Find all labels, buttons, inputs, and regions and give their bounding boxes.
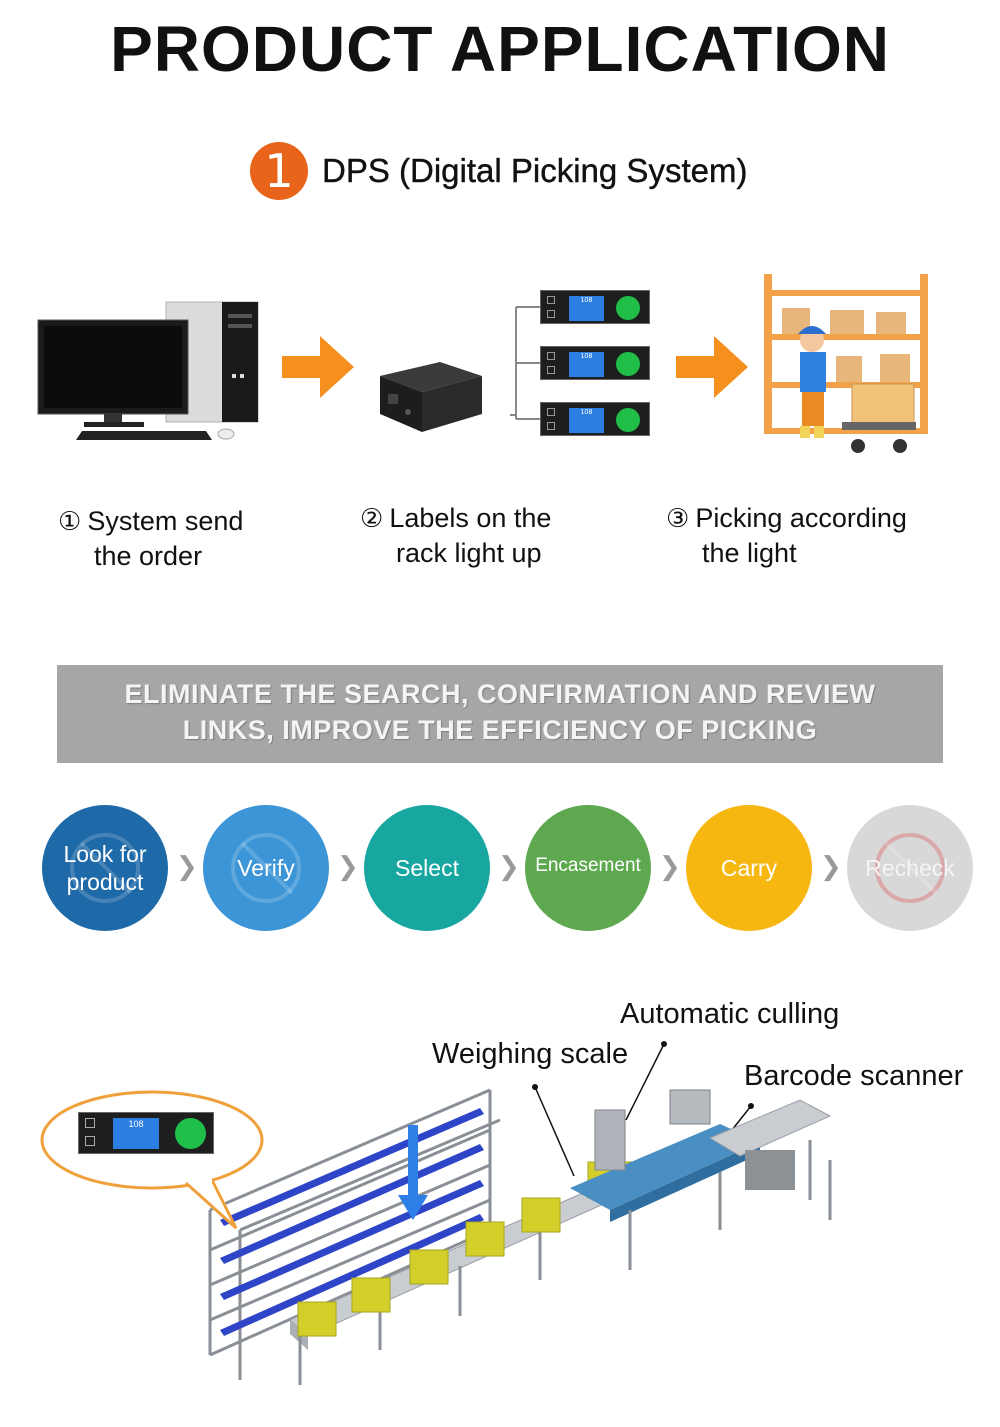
chevron-right-icon: ❯ — [337, 852, 359, 882]
process-step-look-for-product: Look for product — [42, 805, 168, 931]
pick-button-icon — [616, 296, 640, 320]
pick-button-icon — [616, 352, 640, 376]
process-step-verify: Verify — [203, 805, 329, 931]
page-title: PRODUCT APPLICATION — [110, 13, 890, 85]
process-step-select: Select — [364, 805, 490, 931]
prohibited-icon — [231, 833, 301, 903]
process-label: Encasement — [535, 855, 641, 876]
process-label: Look for product — [63, 841, 147, 895]
section-number-badge: 1 — [250, 142, 308, 200]
callout-leader-lines — [532, 1041, 754, 1177]
label-bracket — [510, 306, 544, 420]
process-label: Recheck — [865, 855, 955, 881]
step-2-marker: ② — [360, 504, 384, 534]
pick-label-device-2: 108 — [540, 346, 650, 380]
prohibited-icon — [70, 833, 140, 903]
callout-automatic-culling: Automatic culling — [620, 998, 840, 1030]
label-screen: 108 — [113, 1118, 159, 1149]
step-2-line1: Labels on the — [389, 503, 552, 533]
chevron-right-icon: ❯ — [820, 852, 842, 882]
step-1-line1: System send — [87, 506, 244, 536]
computer-illustration — [37, 301, 259, 440]
section-title: DPS (Digital Picking System) — [322, 152, 748, 189]
banner-line-2: LINKS, IMPROVE THE EFFICIENCY OF PICKING — [182, 715, 818, 745]
label-screen: 108 — [569, 408, 604, 433]
section-heading: 1 DPS (Digital Picking System) — [250, 140, 748, 202]
controller-illustration — [380, 362, 482, 432]
process-step-carry: Carry — [686, 805, 812, 931]
step-1-marker: ① — [58, 507, 82, 537]
chevron-right-icon: ❯ — [659, 852, 681, 882]
pick-button-icon — [616, 408, 640, 432]
warehouse-line-illustration — [208, 1088, 832, 1385]
label-screen: 108 — [569, 352, 604, 377]
prohibited-icon — [875, 833, 945, 903]
arrow-right-icon — [676, 336, 748, 398]
process-label: Select — [395, 855, 459, 881]
chevron-right-icon: ❯ — [498, 852, 520, 882]
step-3-line1: Picking according — [695, 503, 907, 533]
bubble-label-device: 108 — [78, 1112, 214, 1154]
step-1-line2: the order — [94, 541, 203, 571]
process-label: Carry — [720, 855, 778, 881]
efficiency-banner: ELIMINATE THE SEARCH, CONFIRMATION AND R… — [57, 665, 943, 763]
pick-label-device-1: 108 — [540, 290, 650, 324]
step-3-marker: ③ — [666, 504, 690, 534]
pick-button-icon — [175, 1118, 206, 1149]
step-2-line2: rack light up — [396, 538, 542, 568]
arrow-right-icon — [282, 336, 354, 398]
process-step-recheck: Recheck — [847, 805, 973, 931]
process-label: Verify — [237, 855, 295, 881]
pick-label-device-3: 108 — [540, 402, 650, 436]
label-screen: 108 — [569, 296, 604, 321]
callout-barcode-scanner: Barcode scanner — [744, 1060, 964, 1092]
step-3-line2: the light — [702, 538, 797, 568]
device-speech-bubble — [40, 1090, 264, 1230]
warehouse-worker-illustration — [764, 274, 928, 453]
chevron-right-icon: ❯ — [176, 852, 198, 882]
callout-weighing-scale: Weighing scale — [432, 1038, 629, 1070]
process-step-encasement: Encasement — [525, 805, 651, 931]
banner-line-1: ELIMINATE THE SEARCH, CONFIRMATION AND R… — [124, 679, 876, 709]
